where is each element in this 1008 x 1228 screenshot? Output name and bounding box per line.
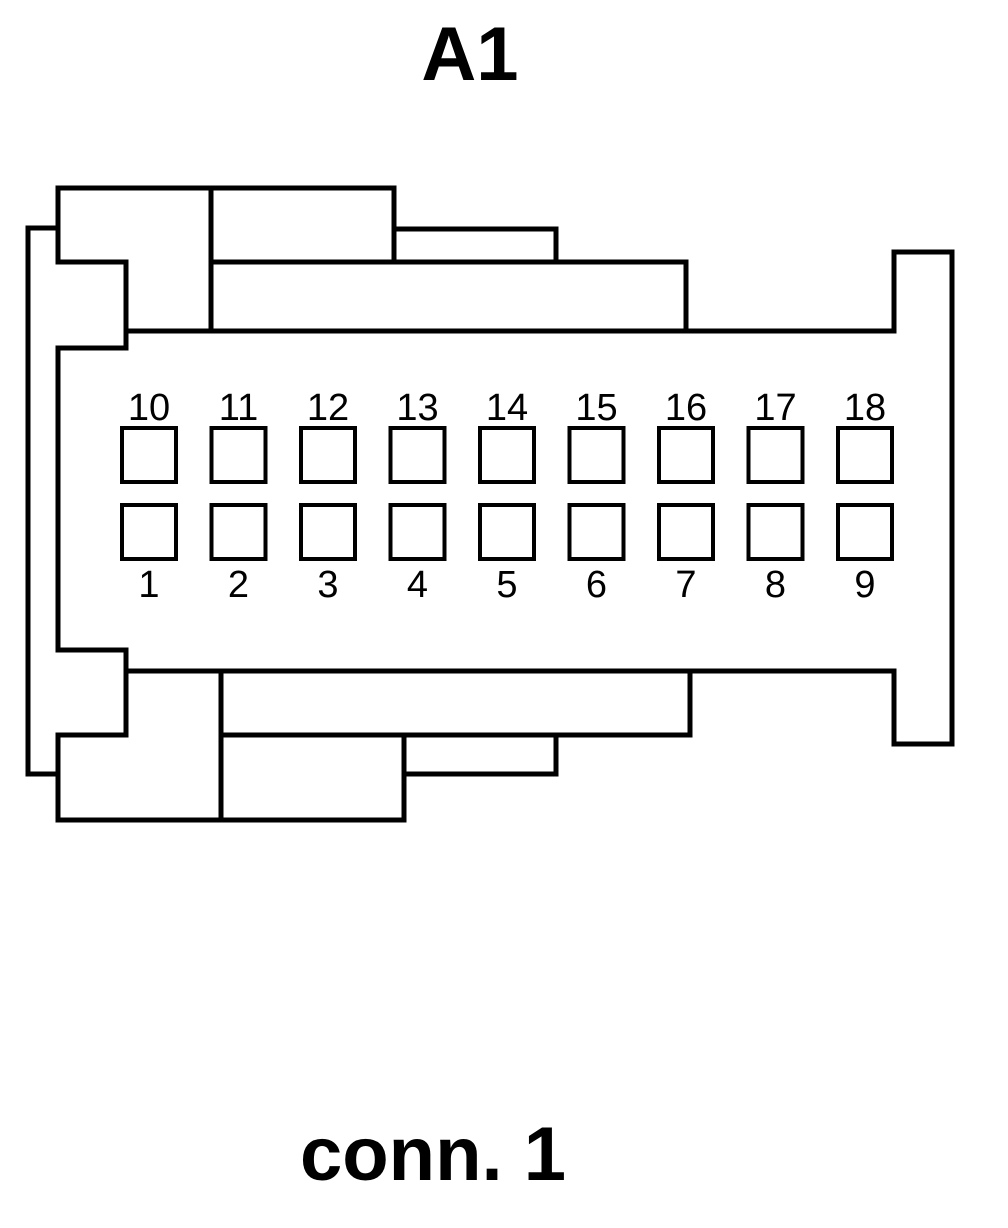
pin-label-3: 3	[317, 564, 338, 606]
pin-13	[388, 426, 447, 484]
housing-left-frame	[25, 225, 58, 777]
pin-label-16: 16	[665, 387, 707, 429]
pin-9	[836, 503, 894, 561]
pin-4	[388, 503, 447, 561]
pin-5	[478, 503, 536, 561]
connector-caption: conn. 1	[299, 1112, 567, 1197]
pin-6	[567, 503, 626, 561]
pin-label-8: 8	[765, 564, 786, 606]
pin-8	[746, 503, 805, 561]
pin-label-15: 15	[575, 387, 617, 429]
pin-3	[299, 503, 357, 561]
pin-row-top: 10 11 12 13 14 15 16 17 18	[120, 387, 894, 484]
pin-14	[478, 426, 536, 484]
pin-11	[209, 426, 268, 484]
pin-label-5: 5	[496, 564, 517, 606]
pin-10	[120, 426, 178, 484]
pin-17	[746, 426, 805, 484]
pin-15	[567, 426, 626, 484]
pin-label-11: 11	[219, 387, 258, 429]
pin-label-14: 14	[486, 387, 528, 429]
pin-label-9: 9	[854, 564, 875, 606]
connector-title: A1	[421, 12, 519, 97]
pin-1	[120, 503, 178, 561]
pin-row-bottom: 1 2 3 4 5 6 7 8 9	[120, 503, 894, 606]
pin-label-12: 12	[307, 387, 349, 429]
pin-label-2: 2	[228, 564, 249, 606]
pin-16	[657, 426, 715, 484]
pin-label-13: 13	[396, 387, 438, 429]
pin-label-6: 6	[586, 564, 607, 606]
housing-bottom-latch	[55, 671, 693, 823]
housing-top-latch	[55, 185, 689, 331]
pin-18	[836, 426, 894, 484]
pin-2	[209, 503, 268, 561]
pin-label-7: 7	[675, 564, 696, 606]
housing-body	[55, 249, 955, 747]
pin-label-4: 4	[407, 564, 428, 606]
pin-12	[299, 426, 357, 484]
pin-label-17: 17	[754, 387, 796, 429]
pin-label-10: 10	[128, 387, 170, 429]
pin-label-1: 1	[138, 564, 159, 606]
pin-label-18: 18	[844, 387, 886, 429]
pin-7	[657, 503, 715, 561]
